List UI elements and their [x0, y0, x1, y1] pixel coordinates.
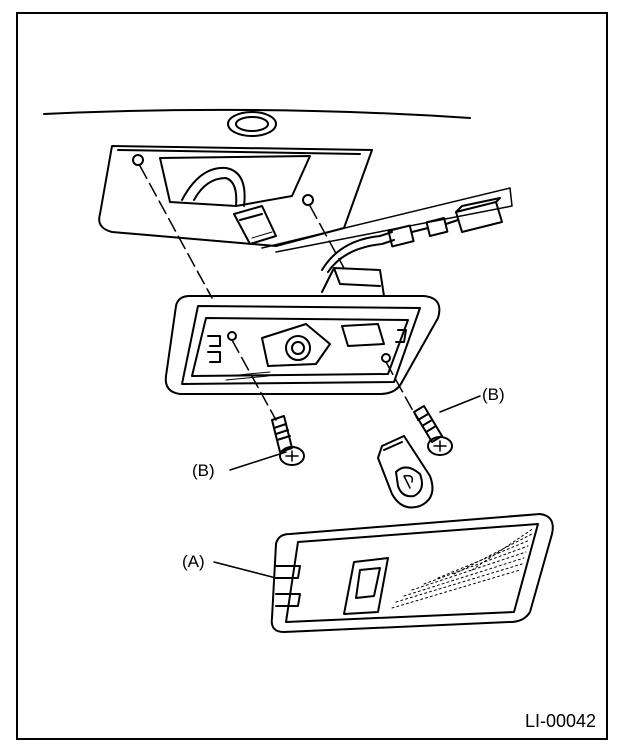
roof-opening-panel [98, 145, 373, 247]
screw-left [271, 415, 305, 466]
screw-left-label: (B) [192, 461, 215, 480]
lamp-base-housing [164, 267, 441, 395]
alignment-lines [139, 165, 419, 421]
figure-code: LI-00042 [524, 711, 596, 731]
roof-trim-outline [43, 108, 471, 137]
leader-lines [213, 395, 481, 579]
screw-right [413, 405, 453, 456]
screw-right-label: (B) [482, 385, 505, 404]
harness-connector-upper [233, 205, 277, 245]
wedge-bulb [377, 435, 434, 509]
wiring-harness [261, 187, 513, 273]
lens-cover-hatching [391, 527, 535, 609]
figure-frame [16, 12, 608, 740]
lens-cover [270, 513, 554, 633]
lens-cover-label: (A) [182, 552, 205, 571]
